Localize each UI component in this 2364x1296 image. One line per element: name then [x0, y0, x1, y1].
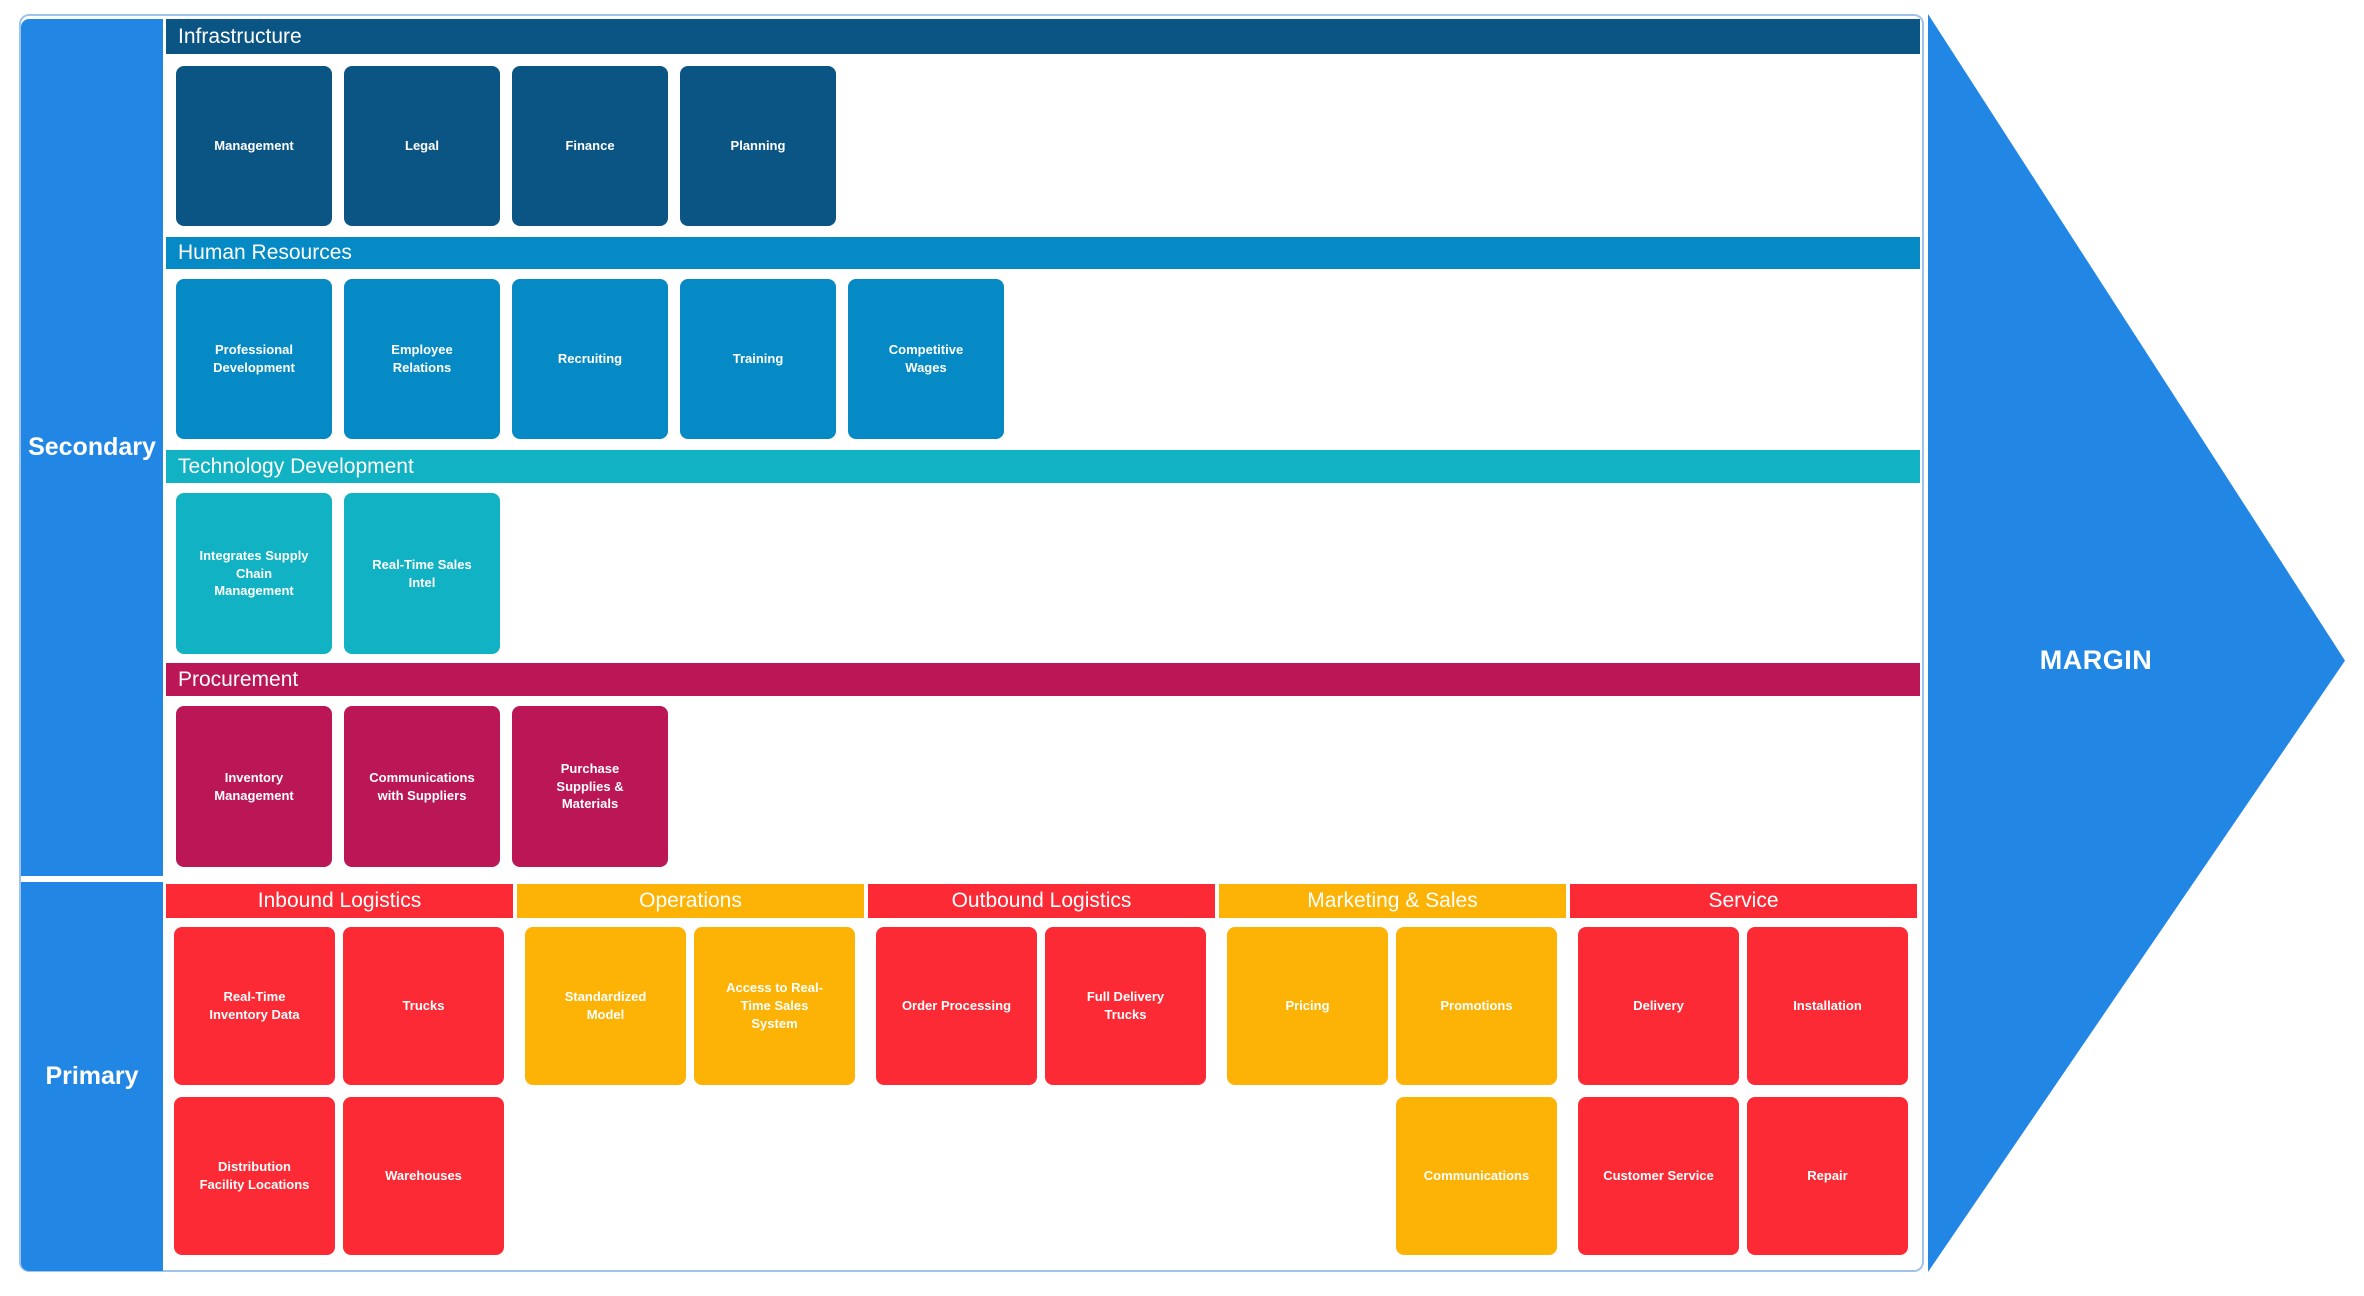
margin-label: MARGIN	[2039, 645, 2153, 675]
row-title: Human Resources	[178, 241, 352, 264]
procurement-cards: Inventory Management Communications with…	[176, 706, 668, 867]
card-finance: Finance	[512, 66, 668, 226]
card-integrates-supply-chain: Integrates Supply Chain Management	[176, 493, 332, 654]
card-real-time-inventory-data: Real-Time Inventory Data	[174, 927, 335, 1085]
card-trucks: Trucks	[343, 927, 504, 1085]
row-title: Procurement	[178, 667, 299, 691]
card-customer-service: Customer Service	[1578, 1097, 1739, 1255]
card-promotions: Promotions	[1396, 927, 1557, 1085]
card-pricing: Pricing	[1227, 927, 1388, 1085]
row-header-infrastructure: Infrastructure	[166, 19, 1920, 54]
card-delivery: Delivery	[1578, 927, 1739, 1085]
infrastructure-cards: Management Legal Finance Planning	[176, 66, 836, 226]
card-communications: Communications	[1396, 1097, 1557, 1255]
card-order-processing: Order Processing	[876, 927, 1037, 1085]
card-standardized-model: Standardized Model	[525, 927, 686, 1085]
row-header-technology-development: Technology Development	[166, 450, 1920, 483]
card-legal: Legal	[344, 66, 500, 226]
card-management: Management	[176, 66, 332, 226]
card-communications-with-suppliers: Communications with Suppliers	[344, 706, 500, 867]
row-header-human-resources: Human Resources	[166, 237, 1920, 269]
column-service: Service Delivery Installation Customer S…	[1570, 884, 1917, 1268]
card-purchase-supplies-materials: Purchase Supplies & Materials	[512, 706, 668, 867]
row-title: Technology Development	[178, 454, 414, 478]
card-competitive-wages: Competitive Wages	[848, 279, 1004, 439]
card-access-real-time-sales-system: Access to Real-Time Sales System	[694, 927, 855, 1085]
secondary-label: Secondary	[28, 433, 156, 461]
primary-label: Primary	[45, 1062, 139, 1090]
card-inventory-management: Inventory Management	[176, 706, 332, 867]
column-inbound-logistics: Inbound Logistics Real-Time Inventory Da…	[166, 884, 513, 1268]
card-real-time-sales-intel: Real-Time Sales Intel	[344, 493, 500, 654]
column-header-marketing-sales: Marketing & Sales	[1219, 884, 1566, 918]
technology-cards: Integrates Supply Chain Management Real-…	[176, 493, 500, 654]
card-distribution-facility-locations: Distribution Facility Locations	[174, 1097, 335, 1255]
card-planning: Planning	[680, 66, 836, 226]
card-recruiting: Recruiting	[512, 279, 668, 439]
card-professional-development: Professional Development	[176, 279, 332, 439]
row-header-procurement: Procurement	[166, 663, 1920, 696]
column-header-operations: Operations	[517, 884, 864, 918]
card-full-delivery-trucks: Full Delivery Trucks	[1045, 927, 1206, 1085]
row-title: Infrastructure	[178, 24, 302, 48]
column-operations: Operations Standardized Model Access to …	[517, 884, 864, 1268]
column-header-service: Service	[1570, 884, 1917, 918]
card-warehouses: Warehouses	[343, 1097, 504, 1255]
column-header-inbound-logistics: Inbound Logistics	[166, 884, 513, 918]
sidebar-primary-activities: Primary	[21, 882, 163, 1271]
card-training: Training	[680, 279, 836, 439]
card-installation: Installation	[1747, 927, 1908, 1085]
card-employee-relations: Employee Relations	[344, 279, 500, 439]
card-repair: Repair	[1747, 1097, 1908, 1255]
human-resources-cards: Professional Development Employee Relati…	[176, 279, 1004, 439]
margin-arrow: MARGIN	[1928, 14, 2345, 1272]
sidebar-secondary-activities: Secondary	[21, 19, 163, 876]
column-outbound-logistics: Outbound Logistics Order Processing Full…	[868, 884, 1215, 1268]
column-marketing-sales: Marketing & Sales Pricing Promotions Com…	[1219, 884, 1566, 1268]
column-header-outbound-logistics: Outbound Logistics	[868, 884, 1215, 918]
